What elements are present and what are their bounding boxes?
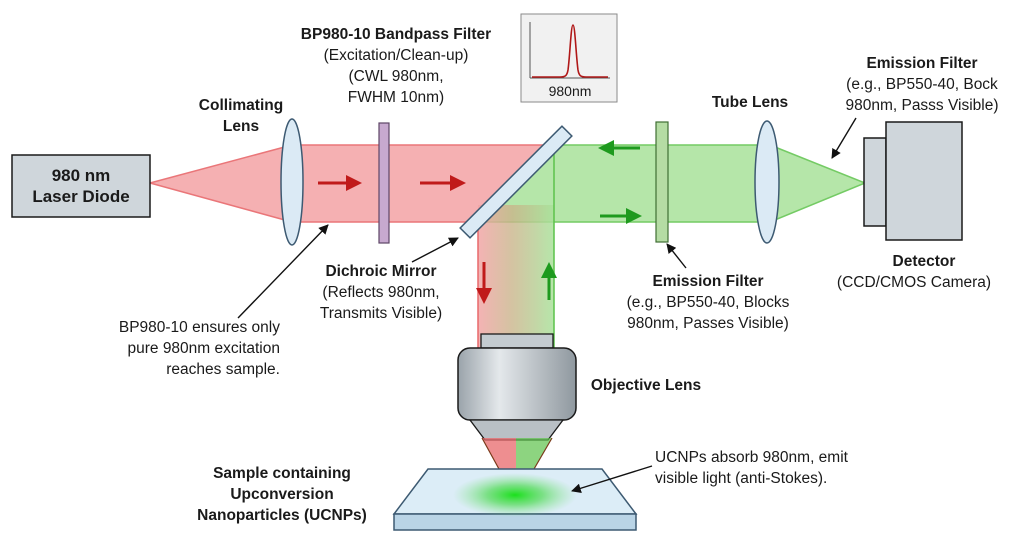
spectrum-inset-label: 980nm — [549, 83, 592, 99]
ucnp-emission-glow — [453, 473, 577, 517]
sample-slide-edge — [393, 513, 637, 531]
dichroic-mirror-title: Dichroic Mirror — [325, 263, 436, 280]
bandpass-filter — [378, 122, 390, 244]
sample-label-line2: Upconversion — [230, 486, 333, 503]
laser-cone-beam — [147, 144, 293, 223]
collimating-lens-label-line1: Collimating — [199, 97, 283, 114]
objective-lens-label: Objective Lens — [591, 377, 701, 394]
leader-excitation-note — [237, 224, 329, 319]
bandpass-filter-line4: FWHM 10nm) — [348, 89, 444, 106]
excitation-note-line3: reaches sample. — [166, 361, 280, 378]
laser-label-line2: Laser Diode — [32, 187, 129, 206]
ucnp-note-line2: visible light (anti-Stokes). — [655, 470, 827, 487]
emission-filter-top-line2: (e.g., BP550-40, Bock — [846, 76, 998, 93]
bandpass-filter-title: BP980-10 Bandpass Filter — [301, 26, 491, 43]
tube-lens — [754, 120, 780, 244]
bandpass-filter-line2: (Excitation/Clean-up) — [324, 47, 469, 64]
emission-filter-bottom-line2: (e.g., BP550-40, Blocks — [627, 294, 790, 311]
excitation-arrow-down — [476, 262, 492, 304]
leader-emission-filter-bottom — [666, 243, 687, 269]
sample-label-line1: Sample containing — [213, 465, 351, 482]
leader-ucnp — [571, 465, 653, 494]
tube-lens-label: Tube Lens — [712, 94, 788, 111]
emission-filter-top-title: Emission Filter — [866, 55, 977, 72]
excitation-note-line1: BP980-10 ensures only — [119, 319, 280, 336]
collimating-lens — [280, 118, 304, 246]
detector-camera — [863, 121, 963, 241]
excitation-arrow-2 — [420, 175, 466, 191]
emission-arrow-top-left — [598, 140, 640, 156]
collimating-lens-label-line2: Lens — [223, 118, 259, 135]
laser-diode-box — [11, 154, 151, 218]
leader-emission-filter-top — [831, 117, 857, 159]
excitation-note-line2: pure 980nm excitation — [127, 340, 280, 357]
emission-filter-top-line3: 980nm, Passs Visible) — [845, 97, 998, 114]
excitation-arrow-1 — [318, 175, 362, 191]
dichroic-mirror — [459, 125, 573, 239]
sample-label-line3: Nanoparticles (UCNPs) — [197, 507, 367, 524]
emission-filter-bottom-line3: 980nm, Passes Visible) — [627, 315, 789, 332]
emission-filter-bottom-title: Emission Filter — [652, 273, 763, 290]
detector-line2: (CCD/CMOS Camera) — [837, 274, 991, 291]
objective-lens — [457, 333, 577, 441]
spectrum-peak-curve — [532, 24, 608, 78]
emission-arrow-up — [541, 262, 557, 300]
emission-cone-beam — [769, 143, 867, 224]
emission-filter-element — [655, 121, 669, 243]
ucnp-note-line1: UCNPs absorb 980nm, emit — [655, 449, 849, 466]
dichroic-mirror-line3: Transmits Visible) — [320, 305, 442, 322]
dichroic-mirror-line2: (Reflects 980nm, — [322, 284, 439, 301]
emission-arrow-bottom-right — [600, 208, 642, 224]
bandpass-filter-line3: (CWL 980nm, — [348, 68, 443, 85]
laser-label-line1: 980 nm — [52, 166, 111, 185]
detector-title: Detector — [893, 253, 956, 270]
leader-dichroic — [411, 237, 459, 263]
spectrum-inset: 980nm — [520, 13, 618, 103]
